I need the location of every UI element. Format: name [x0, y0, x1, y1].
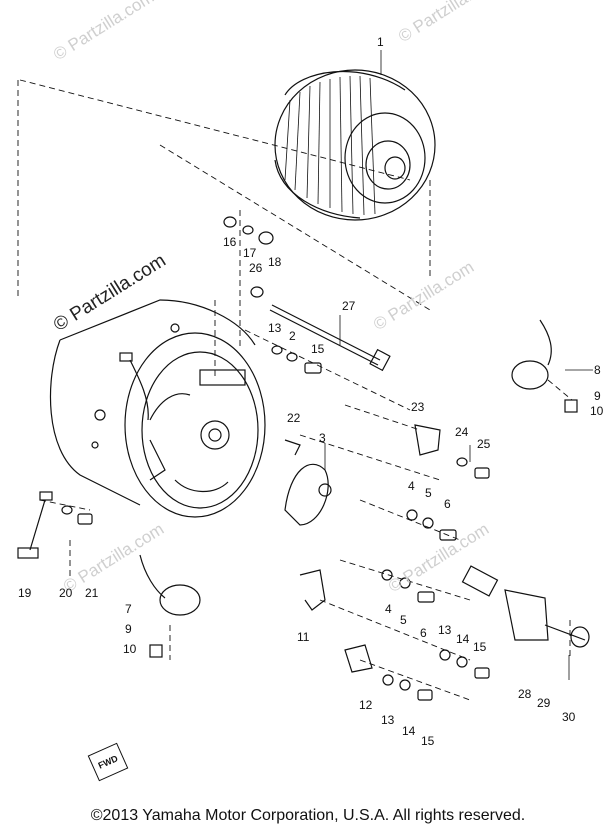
callout-label: 22	[287, 411, 301, 425]
callout-label: 11	[297, 630, 310, 644]
callout-label: 9	[125, 622, 132, 636]
governor-assembly	[461, 565, 590, 648]
callout-label: 20	[59, 586, 73, 600]
lead-wire-19	[17, 491, 53, 559]
bracket-11	[299, 569, 326, 611]
callout-label: 21	[85, 586, 99, 600]
callout-label: 6	[420, 626, 427, 640]
callout-label: 15	[421, 734, 435, 748]
fasteners-13-14-15-lower	[382, 649, 490, 701]
bracket-12	[344, 644, 373, 673]
callout-label: 4	[408, 479, 415, 493]
callout-label: 7	[125, 602, 132, 616]
condenser-lower	[139, 554, 201, 658]
callout-label: 14	[456, 632, 470, 646]
callout-label: 25	[477, 437, 491, 451]
callout-label: 30	[562, 710, 576, 724]
callout-label: 9	[594, 389, 601, 403]
callout-label: 14	[402, 724, 416, 738]
stator-housing	[49, 299, 266, 518]
callout-label: 4	[385, 602, 392, 616]
fasteners-4-5-6-upper	[406, 509, 457, 541]
callout-label: 13	[268, 321, 282, 335]
callout-label: 5	[400, 613, 407, 627]
callout-label: 12	[359, 698, 373, 712]
contact-breaker	[414, 424, 490, 479]
callout-label: 18	[268, 255, 282, 269]
callout-label: 13	[381, 713, 395, 727]
middle-fasteners	[271, 345, 322, 374]
long-bolt	[269, 304, 391, 372]
callout-label: 10	[590, 404, 604, 418]
exploded-parts-diagram	[17, 50, 593, 701]
points-plate	[284, 439, 332, 526]
callout-label: 8	[594, 363, 601, 377]
callout-label: 19	[18, 586, 32, 600]
fasteners-20-21	[61, 505, 93, 525]
callout-label: 10	[123, 642, 137, 656]
callout-label: 13	[438, 623, 452, 637]
callout-label: 15	[311, 342, 325, 356]
copyright-notice: ©2013 Yamaha Motor Corporation, U.S.A. A…	[90, 807, 526, 824]
fasteners-4-5-6-lower	[381, 569, 435, 603]
condenser	[511, 319, 578, 413]
callout-label: 6	[444, 497, 451, 511]
callout-label: 28	[518, 687, 532, 701]
callout-label: 1	[377, 35, 384, 49]
top-fasteners	[223, 216, 274, 298]
callout-label: 29	[537, 696, 551, 710]
callout-label: 2	[289, 329, 296, 343]
callout-label: 27	[342, 299, 356, 313]
rotor-flywheel	[274, 69, 436, 221]
callout-label: 15	[473, 640, 487, 654]
callout-label: 17	[243, 246, 257, 260]
callout-label: 24	[455, 425, 469, 439]
callout-label: 3	[319, 431, 326, 445]
alignment-lines	[17, 79, 573, 701]
callout-label: 23	[411, 400, 425, 414]
callout-label: 26	[249, 261, 263, 275]
leader-lines	[324, 50, 593, 680]
callout-label: 16	[223, 235, 237, 249]
callout-label: 5	[425, 486, 432, 500]
stator-lead	[119, 352, 149, 421]
